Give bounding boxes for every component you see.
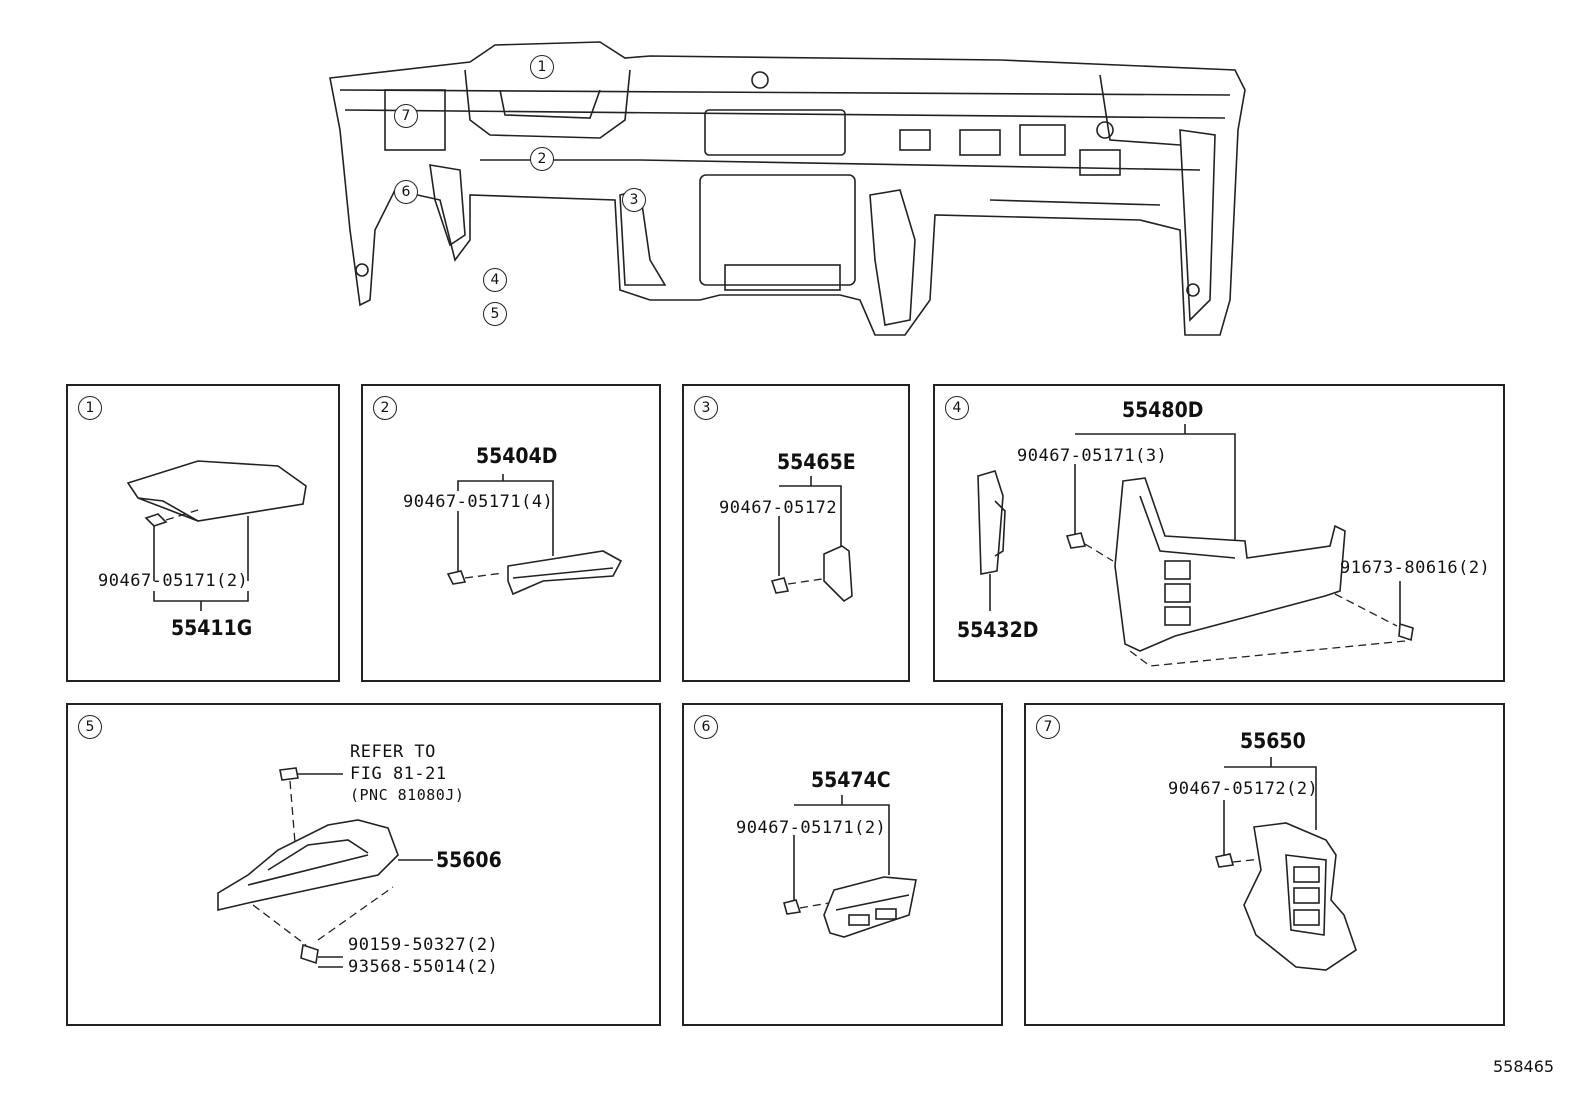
panel-5-callout: 5: [78, 715, 102, 739]
part-number-55474C: 55474C: [811, 768, 891, 792]
panel-2-drawing: [446, 474, 623, 596]
panel-4-drawing: [977, 424, 1414, 667]
dashboard-overview-drawing: [329, 41, 1246, 336]
panel-7-drawing: [1214, 757, 1357, 971]
panel-7: 7 55650 90467-05172(2): [1024, 703, 1505, 1026]
part-number-90467-05172-2: 90467-05172(2): [1168, 779, 1319, 799]
overview-callout-7: 7: [394, 104, 418, 128]
part-number-90467-05171-3: 90467-05171(3): [1017, 446, 1168, 466]
part-number-55432D: 55432D: [957, 618, 1039, 642]
part-number-93568-55014-2: 93568-55014(2): [348, 957, 499, 977]
panel-2: 2 55404D 90467-05171(4): [361, 384, 661, 682]
panel-6: 6 55474C 90467-05171(2): [682, 703, 1003, 1026]
panel-1: 1 90467-05171(2) 55411G: [66, 384, 340, 682]
refer-to-line-2: FIG 81-21: [350, 764, 447, 784]
overview-callout-4: 4: [483, 268, 507, 292]
panel-4: 4 55480D 90467-05171(3) 91673-80616(2) 5…: [933, 384, 1505, 682]
part-number-55465E: 55465E: [777, 450, 856, 474]
panel-6-callout: 6: [694, 715, 718, 739]
part-number-90467-05171-2-panel6: 90467-05171(2): [736, 818, 887, 838]
part-number-55404D: 55404D: [476, 444, 558, 468]
overview-callout-6: 6: [394, 180, 418, 204]
part-number-91673-80616-2: 91673-80616(2): [1340, 558, 1491, 578]
part-number-90467-05171-2: 90467-05171(2): [98, 571, 249, 591]
refer-to-line-1: REFER TO: [350, 742, 436, 762]
part-number-55650: 55650: [1240, 729, 1306, 753]
panel-7-callout: 7: [1036, 715, 1060, 739]
overview-callout-5: 5: [483, 302, 507, 326]
part-number-55480D: 55480D: [1122, 398, 1204, 422]
panel-3: 3 55465E 90467-05172: [682, 384, 910, 682]
part-number-90159-50327-2: 90159-50327(2): [348, 935, 499, 955]
part-number-55606: 55606: [436, 848, 502, 872]
part-number-90467-05171-4: 90467-05171(4): [403, 492, 554, 512]
part-number-90467-05172: 90467-05172: [719, 498, 838, 518]
catalog-number: 558465: [1493, 1057, 1555, 1076]
panel-5-drawing: [217, 767, 433, 968]
overview-callout-2: 2: [530, 147, 554, 171]
panel-3-drawing: [770, 476, 853, 603]
part-number-55411G: 55411G: [171, 616, 253, 640]
panel-4-callout: 4: [945, 396, 969, 420]
panel-1-drawing: [126, 460, 307, 611]
panel-5: 5 REFER TO FIG 81-21 (PNC 81080J) 55606 …: [66, 703, 661, 1026]
overview-callout-1: 1: [530, 55, 554, 79]
panel-6-drawing: [783, 795, 917, 938]
panel-2-callout: 2: [373, 396, 397, 420]
refer-to-line-3: (PNC 81080J): [350, 786, 465, 804]
panel-1-callout: 1: [78, 396, 102, 420]
panel-3-callout: 3: [694, 396, 718, 420]
overview-callout-3: 3: [622, 188, 646, 212]
